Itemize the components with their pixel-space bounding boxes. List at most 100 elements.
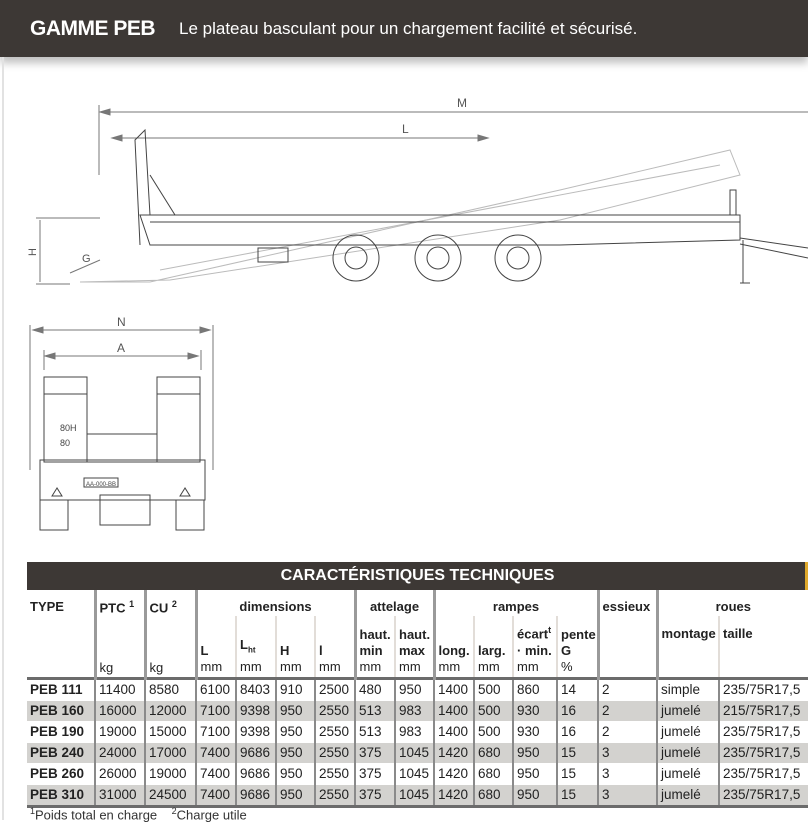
table-cell: 7400	[195, 763, 236, 784]
table-cell: jumelé	[656, 700, 720, 721]
table-cell: jumelé	[656, 763, 720, 784]
col-header-taille: taille	[718, 616, 808, 678]
table-cell: 2	[597, 700, 658, 721]
table-cell: 500	[473, 700, 514, 721]
table-cell: 375	[354, 763, 395, 784]
page-title: GAMME PEB	[30, 16, 156, 40]
table-cell: 235/75R17,5	[718, 763, 808, 784]
col-header-7: larg.mm	[473, 616, 514, 678]
table-cell: 950	[275, 742, 315, 763]
table-cell: 1420	[433, 763, 475, 784]
table-cell: jumelé	[656, 721, 720, 742]
table-cell: 983	[393, 721, 435, 742]
table-cell: 7400	[195, 784, 236, 806]
table-cell: 950	[275, 721, 315, 742]
table-cell: 235/75R17,5	[718, 721, 808, 742]
wheel-1	[332, 234, 380, 282]
table-cell: 2	[597, 678, 658, 700]
table-cell: 500	[473, 678, 514, 700]
table-cell: simple	[656, 678, 720, 700]
col-header-type: TYPE	[30, 599, 64, 614]
page-header: GAMME PEB Le plateau basculant pour un c…	[0, 0, 808, 57]
table-cell: 9686	[235, 784, 276, 806]
table-cell: 950	[275, 700, 315, 721]
table-cell: PEB 190	[30, 723, 85, 739]
table-cell: 24000	[94, 742, 145, 763]
table-cell: 31000	[94, 784, 145, 806]
table-cell: 1420	[433, 742, 475, 763]
table-cell: 8403	[235, 678, 276, 700]
table-cell: 1420	[433, 784, 475, 806]
table-cell: 19000	[94, 721, 145, 742]
table-cell: 910	[275, 678, 315, 700]
speed-sign-2: 80	[60, 438, 70, 448]
table-cell: 513	[354, 700, 395, 721]
table-cell: 15	[556, 784, 599, 806]
accent-strip	[805, 562, 808, 590]
dimension-m	[98, 105, 808, 175]
table-cell: 950	[512, 784, 558, 806]
table-cell: 12000	[144, 700, 196, 721]
table-cell: 1045	[393, 742, 435, 763]
group-header-dimensions: dimensions	[194, 590, 355, 616]
table-cell: 235/75R17,5	[718, 678, 808, 700]
wheel-3	[494, 234, 542, 282]
table-cell: 19000	[144, 763, 196, 784]
table-cell: PEB 160	[27, 700, 95, 721]
table-cell: 375	[354, 784, 395, 806]
left-divider	[2, 57, 4, 820]
side-view-drawing: M L H G	[27, 96, 808, 285]
col-header-montage: montage	[655, 616, 720, 678]
dim-label-n: N	[117, 315, 126, 329]
table-cell: 9686	[235, 763, 276, 784]
table-cell: PEB 260	[30, 765, 85, 781]
table-cell: 930	[512, 721, 558, 742]
table-cell: 1045	[393, 784, 435, 806]
table-cell: 215/75R17,5	[718, 700, 808, 721]
dim-label-a: A	[117, 341, 125, 355]
col-header-essieux: essieux	[596, 590, 658, 678]
table-cell: 3	[597, 784, 658, 806]
table-cell: 950	[393, 678, 435, 700]
group-header-roues: roues	[655, 590, 808, 616]
table-cell: jumelé	[656, 784, 720, 806]
table-cell: 2	[597, 721, 658, 742]
table-cell: 2550	[314, 763, 355, 784]
spec-table-title: CARACTÉRISTIQUES TECHNIQUES	[27, 562, 808, 590]
table-cell: 2550	[314, 742, 355, 763]
table-cell: 950	[275, 763, 315, 784]
table-cell: 6100	[195, 678, 236, 700]
table-cell: 7100	[195, 700, 236, 721]
dimension-l	[110, 134, 490, 142]
table-cell: 15	[556, 742, 599, 763]
table-cell: jumelé	[656, 742, 720, 763]
table-cell: 680	[473, 763, 514, 784]
table-cell: 860	[512, 678, 558, 700]
table-cell: 950	[275, 784, 315, 806]
table-cell: 15000	[144, 721, 196, 742]
rear-view-drawing: N A 80H 80 AA-000-BB	[29, 315, 214, 531]
table-cell: 11400	[94, 678, 145, 700]
table-cell: 950	[512, 763, 558, 784]
table-cell: 500	[473, 721, 514, 742]
table-cell: 8580	[144, 678, 196, 700]
table-cell: 1045	[393, 763, 435, 784]
table-cell: 235/75R17,5	[718, 784, 808, 806]
footnotes: 1Poids total en charge 2Charge utile	[30, 806, 247, 822]
dim-label-g: G	[82, 253, 91, 265]
table-cell: PEB 111	[30, 681, 83, 697]
col-header-9: pente G%	[556, 616, 599, 678]
table-cell: 480	[354, 678, 395, 700]
table-cell: 9686	[235, 742, 276, 763]
table-cell: 235/75R17,5	[718, 742, 808, 763]
